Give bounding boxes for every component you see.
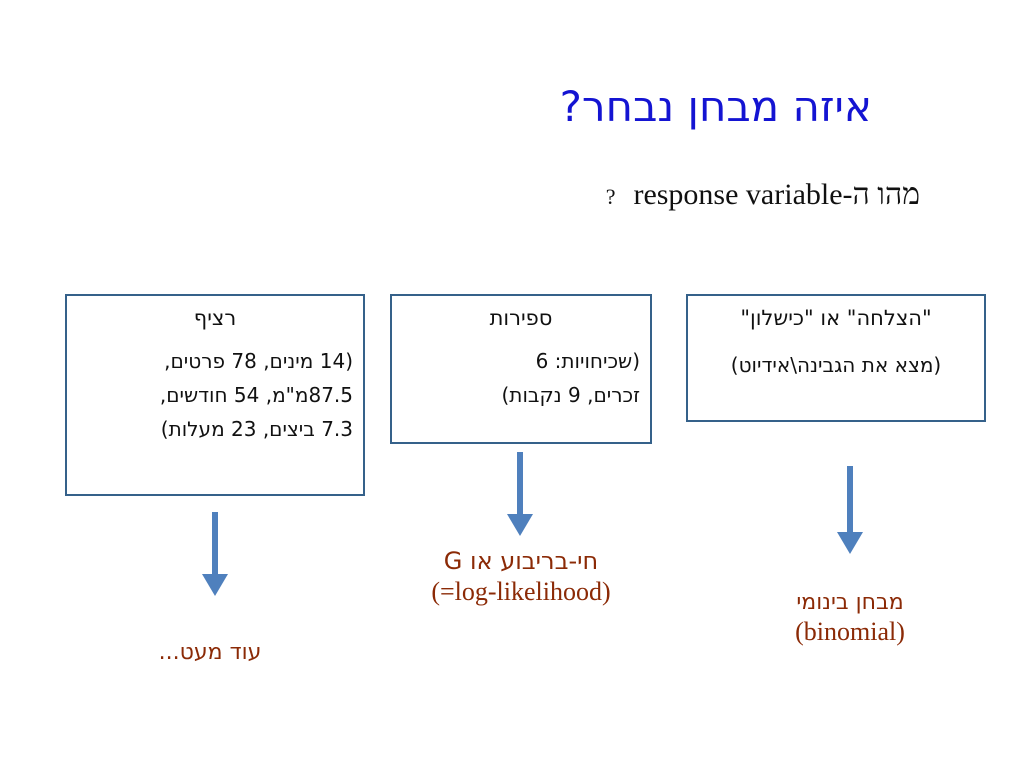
box-counts-heading: ספירות [489, 306, 553, 330]
result-binomial-english: (binomial) [795, 617, 905, 646]
box-continuous-line-3: 7.3 ביצים, 23 מעלות) [160, 417, 353, 441]
box-counts-line-2: זכרים, 9 נקבות) [501, 383, 641, 407]
box-success-line: (מצא את הגבינה\אידיוט) [730, 353, 942, 377]
result-binomial: מבחן בינומי (binomial) [760, 590, 940, 647]
arrow-down-counts [517, 452, 523, 516]
result-chi-square-hebrew: חי-בריבוע או G [443, 547, 599, 575]
subtitle-question-mark: ? [605, 184, 616, 209]
result-binomial-hebrew: מבחן בינומי [796, 590, 904, 615]
box-success-heading: "הצלחה" או "כישלון" [740, 306, 932, 330]
page-title: איזה מבחן נבחר? [559, 82, 872, 131]
box-success-failure: "הצלחה" או "כישלון" (מצא את הגבינה\אידיו… [686, 294, 986, 422]
subtitle-prefix: מהו ה- [842, 178, 920, 211]
subtitle: מהו ה-response variable? [606, 178, 920, 212]
box-continuous-line-1: (14 מינים, 78 פרטים, [164, 349, 353, 373]
result-continuous: עוד מעט... [110, 640, 310, 665]
box-counts-body: (שכיחויות: 6 זכרים, 9 נקבות) [392, 344, 650, 412]
box-continuous-body: (14 מינים, 78 פרטים, 87.5מ"מ, 54 חודשים,… [67, 344, 363, 446]
box-success-body: (מצא את הגבינה\אידיוט) [688, 348, 984, 382]
subtitle-term: response variable [633, 178, 843, 211]
result-chi-square: חי-בריבוע או G (log-likelihood=) [390, 547, 652, 607]
box-counts-line-1: (שכיחויות: 6 [535, 349, 640, 373]
box-continuous-heading: רציף [193, 306, 237, 330]
arrow-down-success [847, 466, 853, 534]
box-continuous-line-2: 87.5מ"מ, 54 חודשים, [159, 383, 353, 407]
arrow-down-continuous [212, 512, 218, 576]
box-counts: ספירות (שכיחויות: 6 זכרים, 9 נקבות) [390, 294, 652, 444]
result-chi-square-english: (log-likelihood=) [431, 577, 611, 606]
box-continuous: רציף (14 מינים, 78 פרטים, 87.5מ"מ, 54 חו… [65, 294, 365, 496]
result-continuous-hebrew: עוד מעט... [158, 640, 262, 665]
